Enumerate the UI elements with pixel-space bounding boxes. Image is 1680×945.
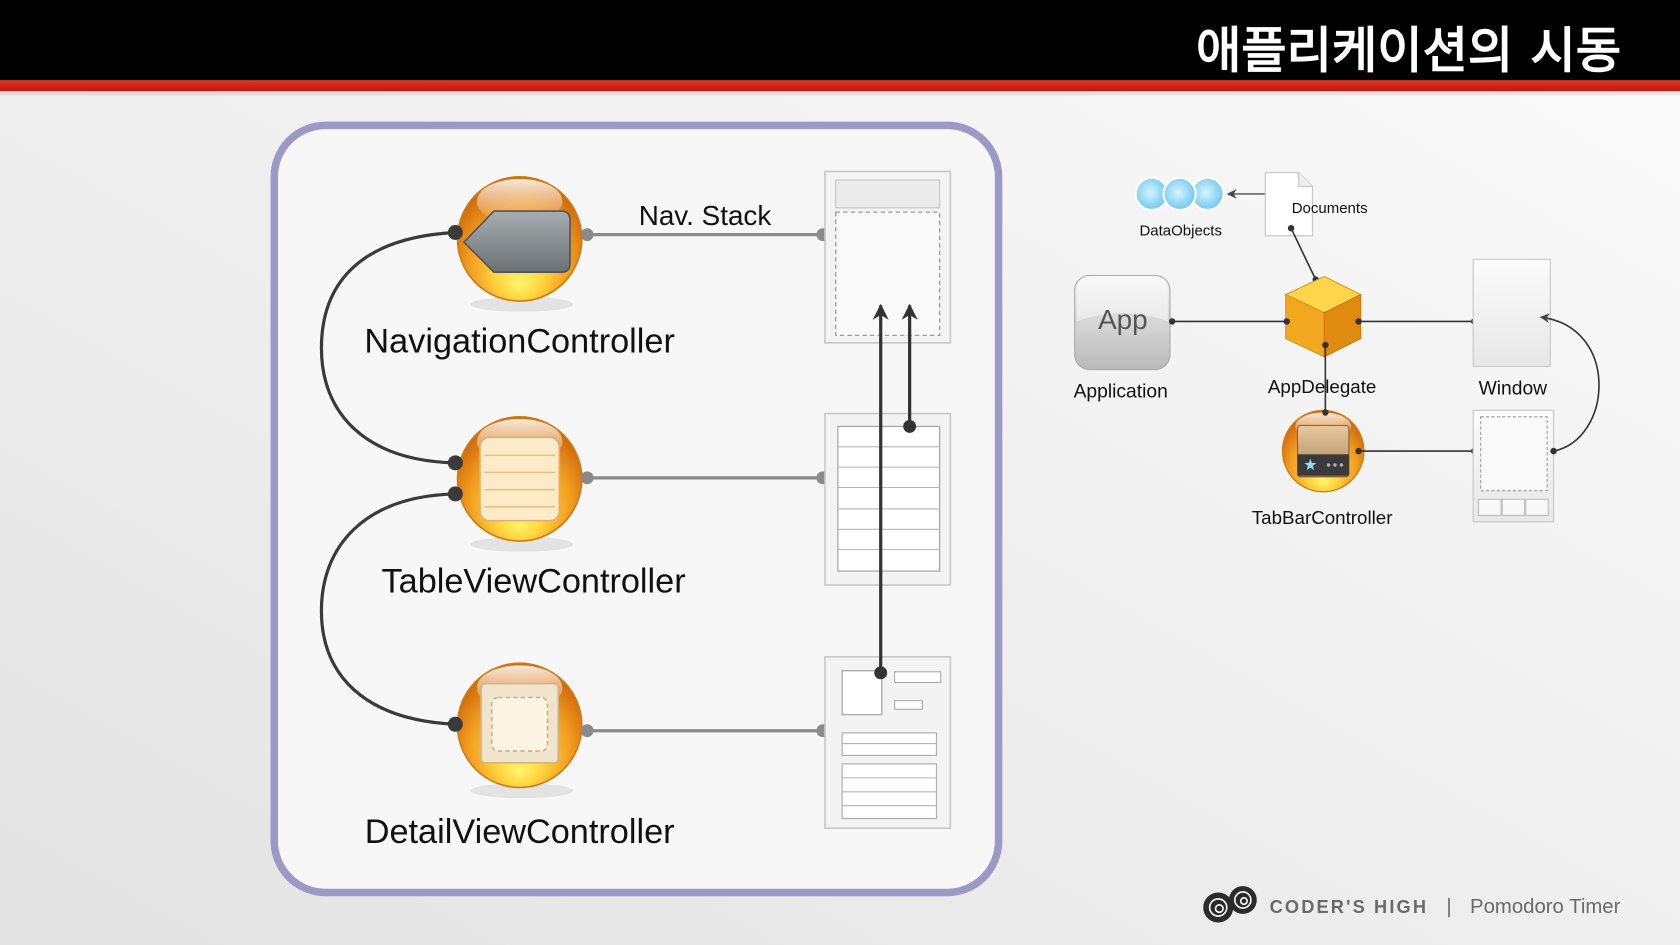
footer-separator: | [1446, 896, 1451, 918]
link-dot [447, 486, 463, 502]
screen-content-placeholder [835, 211, 941, 336]
window-label: Window [1479, 378, 1548, 399]
star-icon [1304, 458, 1317, 471]
panel-frame [270, 121, 1003, 897]
link-dot [1355, 447, 1362, 455]
connector-dot [580, 724, 594, 738]
detail-screen-mockup [824, 655, 952, 830]
detail-view-controller-node [456, 662, 583, 799]
detail-view-controller-label: DetailViewController [365, 813, 675, 851]
navigation-controller-label: NavigationController [364, 323, 674, 361]
link-dot [1322, 409, 1329, 416]
logo-icon [1203, 886, 1257, 923]
link-dot [1283, 318, 1290, 325]
table-icon-body [479, 436, 561, 522]
header-accent-stripe [0, 80, 1680, 92]
application-label: Application [1074, 382, 1168, 403]
back-button-icon [462, 210, 571, 273]
logo-swirl-ring [1239, 897, 1248, 906]
table-icon [479, 436, 561, 522]
screen-text-line [894, 700, 924, 710]
navigation-diagram-panel: Nav. Stack [270, 121, 1003, 897]
connector-dot [580, 471, 594, 485]
header-bar [0, 0, 1680, 81]
screen-content-placeholder [1480, 416, 1548, 492]
detail-icon-placeholder [490, 696, 549, 752]
link-dot [447, 455, 463, 471]
link-dot [1322, 341, 1329, 349]
nav-to-table-link [319, 230, 456, 465]
link-dot [447, 716, 463, 732]
screen-nav-bar [835, 179, 941, 209]
link-dot [447, 225, 463, 240]
logo-swirl-ring [1214, 904, 1224, 914]
header-stripe-shadow [0, 91, 1680, 96]
data-objects-label: DataObjects [1139, 223, 1222, 240]
nav-stack-label: Nav. Stack [639, 200, 772, 231]
data-object-bubble [1162, 176, 1197, 212]
screen-text-line [894, 671, 942, 684]
documents-delegate-link [1290, 227, 1317, 280]
screen-table [837, 425, 941, 572]
page-title: 애플리케이션의 시동 [1196, 22, 1621, 80]
tab-bar-controller-node [1281, 409, 1365, 493]
logo-swirl-ring [1234, 891, 1252, 909]
tab-segment [1501, 498, 1526, 516]
navigation-screen-mockup [824, 170, 952, 344]
app-icon-gloss [1076, 277, 1168, 322]
app-icon-text: App [1098, 304, 1148, 335]
cube-icon [1284, 275, 1362, 358]
header: 애플리케이션의 시동 [0, 0, 1680, 96]
tab-segment [1478, 498, 1502, 516]
data-objects-icon [1134, 176, 1225, 212]
link-dot [1287, 225, 1295, 232]
link-dot [1355, 318, 1362, 325]
table-view-controller-node [456, 415, 583, 552]
more-dot [1326, 463, 1331, 467]
logo-swirl [1203, 892, 1234, 923]
tab-segment [1525, 498, 1549, 516]
app-icon: App [1074, 274, 1171, 371]
window-icon [1472, 258, 1551, 368]
detail-view-icon [480, 682, 560, 764]
app-startup-diagram: DataObjects Documents App Application Ap… [1074, 171, 1600, 528]
tab-bar-controller-label: TabBarController [1252, 507, 1393, 528]
footer-product: Pomodoro Timer [1470, 896, 1621, 918]
document-page [1264, 171, 1314, 237]
orb-shadow [470, 536, 574, 552]
table-screen-mockup [824, 412, 952, 586]
tab-bar-icon [1296, 424, 1350, 478]
document-fold [1297, 172, 1313, 188]
link-dot [1168, 318, 1176, 325]
root-view-arrow [1539, 313, 1600, 452]
table-to-detail-link [319, 492, 456, 726]
orb-shadow [470, 296, 574, 312]
more-dot [1333, 463, 1337, 467]
tab-screen-mockup [1472, 409, 1555, 523]
arrow-origin-dot [874, 666, 888, 680]
footer-brand: CODER'S HIGH [1270, 897, 1429, 917]
more-dot [1339, 463, 1344, 467]
link-dot [1550, 447, 1557, 455]
documents-label: Documents [1292, 200, 1368, 217]
logo-swirl [1228, 886, 1257, 914]
document-icon [1264, 171, 1314, 237]
orb-shadow [470, 783, 574, 799]
table-view-controller-label: TableViewController [382, 563, 686, 601]
screen-image-placeholder [841, 670, 883, 716]
connector-dot [580, 228, 594, 242]
app-delegate-label: AppDelegate [1268, 376, 1376, 397]
footer: CODER'S HIGH | Pomodoro Timer [1203, 886, 1621, 923]
logo-swirl-ring [1208, 898, 1228, 917]
arrow-origin-dot [903, 420, 917, 433]
